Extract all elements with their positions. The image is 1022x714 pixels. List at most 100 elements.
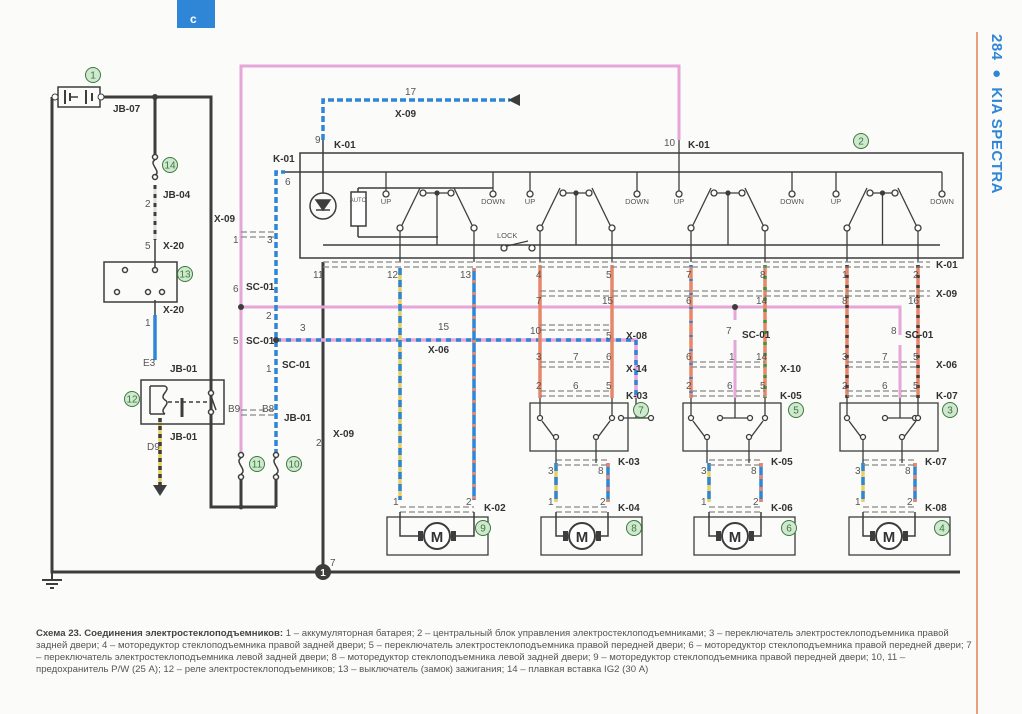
connector-label: X-08: [626, 331, 648, 342]
blade: [750, 420, 764, 438]
pin-label: 11: [313, 270, 324, 281]
contact: [891, 189, 899, 197]
connector-label: X-20: [163, 241, 185, 252]
motor-lead: [708, 512, 719, 537]
brush: [418, 531, 423, 541]
badge-circle: [788, 402, 804, 418]
connector-label: SC-01: [246, 336, 275, 347]
junction-dot: [732, 304, 738, 310]
junction-dot: [238, 304, 244, 310]
contact: [647, 414, 655, 422]
component-badge-5: 5: [788, 402, 804, 418]
connector-label: SC-01: [246, 282, 275, 293]
pin-label: 7: [726, 326, 732, 337]
switch-blade: [453, 187, 473, 226]
pin-label: 7: [573, 352, 579, 363]
connector-label: JB-01: [170, 364, 198, 375]
connector-label: JB-07: [113, 104, 141, 115]
component-badge-11: 11: [249, 456, 265, 472]
connector-bands: [241, 231, 930, 513]
component-badge-3: 3: [942, 402, 958, 418]
badge-circle: [781, 520, 797, 536]
pin-label: 8: [598, 466, 604, 477]
block-switch-pair: [843, 187, 922, 262]
contact: [898, 433, 906, 441]
block-switch-pairs: [396, 187, 922, 262]
auto-module: [350, 191, 367, 227]
badge-number: 12: [126, 395, 138, 406]
connector-label: K-03: [618, 457, 640, 468]
motor-lead: [862, 512, 873, 537]
contact: [585, 189, 593, 197]
component-badge-4: 4: [934, 520, 950, 536]
badge-circle: [177, 266, 193, 282]
pin-label: 15: [438, 322, 450, 333]
motor-lead: [453, 512, 475, 537]
pin-label: 5: [606, 381, 612, 392]
contact: [761, 414, 769, 422]
pin-label: 1: [842, 270, 848, 281]
pin-label: 10: [664, 138, 676, 149]
pin-label: 1: [548, 497, 554, 508]
connector-label: X-09: [333, 429, 355, 440]
output-arrow-icon: [153, 485, 167, 496]
pin-label: 7: [536, 296, 542, 307]
pin-label: 10: [530, 326, 542, 337]
ground-bus: [50, 97, 960, 574]
contact: [738, 189, 746, 197]
pin-label: 16: [908, 296, 920, 307]
component-badge-2: 2: [853, 133, 869, 149]
pin-label: 14: [756, 352, 768, 363]
caption-title: Схема 23. Соединения электростеклоподъем…: [36, 628, 284, 639]
motor-housing: [540, 516, 643, 556]
component-badge-7: 7: [633, 402, 649, 418]
contact: [914, 224, 922, 232]
connector-label: K-07: [925, 457, 947, 468]
component-badge-14: 14: [162, 157, 178, 173]
pin-label: 4: [536, 270, 542, 281]
connector-label: X-06: [428, 345, 450, 356]
contact: [447, 189, 455, 197]
connector-label: K-01: [688, 140, 710, 151]
motor-lead: [905, 512, 916, 537]
motor-housing: [386, 516, 489, 556]
connector-label: K-03: [626, 391, 648, 402]
pin-label: 8: [751, 466, 757, 477]
pin-label: 6: [233, 284, 239, 295]
junction-dot: [273, 337, 279, 343]
pin-label: 3: [701, 466, 707, 477]
section-tab: c: [177, 0, 215, 28]
connector-label: SC-01: [282, 360, 311, 371]
contact: [859, 433, 867, 441]
pin-label: 6: [606, 352, 612, 363]
block-contacts: [382, 140, 946, 198]
pin-label: B9: [228, 404, 241, 415]
contact: [914, 414, 922, 422]
auto-label: AUTO: [350, 198, 367, 204]
switch-housing: [529, 402, 629, 452]
connector-label: JB-04: [163, 190, 191, 201]
pin-label: 5: [145, 241, 151, 252]
connector-label: X-06: [936, 360, 958, 371]
badge-number: 11: [252, 460, 263, 471]
pin-label: 3: [536, 352, 542, 363]
pin-label: 1: [266, 364, 272, 375]
blade: [597, 420, 611, 438]
connector-label: K-02: [484, 503, 506, 514]
switch-blade: [591, 187, 611, 226]
pin-label: 5: [913, 381, 919, 392]
brush: [451, 531, 456, 541]
pin-label: 6: [285, 177, 291, 188]
window-motor: M: [693, 512, 796, 556]
side-header: 284 ● KIA SPECTRA: [988, 34, 1005, 194]
badge-circle: [249, 456, 265, 472]
central-control-block: [285, 152, 964, 259]
blade: [692, 420, 706, 438]
pin-numbers: 2 5 1 E3 D9 B9 B8 1 3 6 9 10 17 6 5 2 3 …: [143, 87, 920, 569]
window-motor: M: [540, 512, 643, 556]
pin-label: 7: [882, 352, 888, 363]
badge-number: 4: [939, 524, 945, 535]
contact: [716, 414, 724, 422]
component-badge-13: 13: [177, 266, 193, 282]
